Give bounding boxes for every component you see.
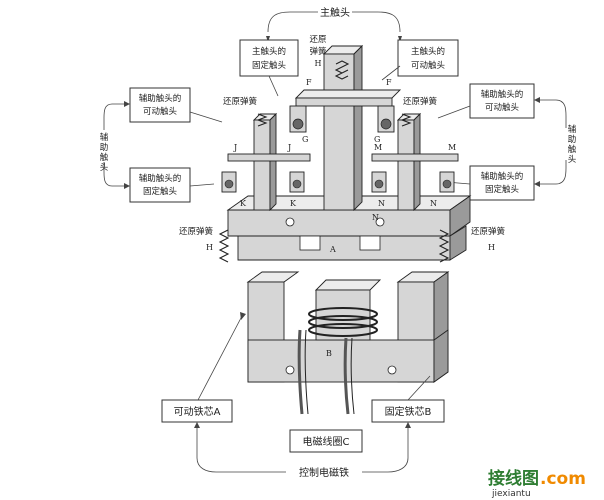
- main-fixed-label-box: 主触头的 固定触头: [239, 39, 299, 97]
- letter-k-left2: K: [290, 199, 297, 208]
- top-reset-spring-line2: 弹簧: [309, 46, 327, 57]
- aux-movable-left-box: 辅助触头的 可动触头: [129, 87, 191, 123]
- aux-fixed-right-line1: 辅助触头的: [481, 171, 524, 182]
- aux-left-brace: 辅 助 触 头: [100, 101, 130, 189]
- letter-b: B: [326, 349, 332, 358]
- aux-right-brace: 辅 助 触 头: [534, 97, 577, 187]
- aux-right-char-4: 头: [568, 154, 577, 165]
- coil-c: [297, 307, 378, 415]
- aux-movable-right-leader: [437, 105, 471, 119]
- reset-spring-bottom-left-label: 还原弹簧: [179, 226, 214, 237]
- aux-movable-left-line2: 可动触头: [143, 106, 178, 117]
- watermark-url: jiexiantu: [491, 489, 531, 499]
- main-movable-label-line1: 主触头的: [411, 46, 445, 57]
- letter-h-top: H: [315, 59, 322, 68]
- upper-assembly: A F F G G J J K: [221, 44, 472, 261]
- aux-left-char-3: 触: [100, 152, 109, 163]
- aux-movable-left-line1: 辅助触头的: [139, 93, 182, 104]
- main-fixed-label-line1: 主触头的: [252, 46, 286, 57]
- watermark-com: .com: [540, 469, 586, 489]
- aux-movable-right-line1: 辅助触头的: [481, 89, 524, 100]
- letter-m-right: M: [448, 143, 456, 152]
- letter-h-bottom-left: H: [206, 243, 213, 252]
- letter-f-right: F: [386, 78, 392, 87]
- aux-fixed-right-line2: 固定触头: [485, 184, 520, 195]
- fixed-core-b: B: [246, 271, 450, 383]
- reset-spring-bottom-right-label: 还原弹簧: [471, 226, 506, 237]
- letter-n-right: N: [430, 199, 437, 208]
- letter-f-left: F: [306, 78, 312, 87]
- movable-core-label: 可动铁芯A: [161, 312, 246, 423]
- fixed-core-text: 固定铁芯B: [385, 405, 432, 418]
- letter-k-left: K: [240, 199, 247, 208]
- aux-left-char-1: 辅: [100, 132, 109, 143]
- movable-core-text: 可动铁芯A: [174, 405, 221, 418]
- main-contact-label: 主触头: [320, 6, 350, 19]
- coil-text: 电磁线圈C: [303, 435, 350, 448]
- letter-j-left2: J: [287, 143, 291, 152]
- letter-h-bottom-right: H: [488, 243, 495, 252]
- control-electromagnet-brace: 控制电磁铁: [194, 422, 411, 479]
- watermark: 接线图 .com jiexiantu: [488, 468, 586, 499]
- aux-movable-right-line2: 可动触头: [485, 102, 520, 113]
- letter-a: A: [329, 245, 336, 254]
- aux-fixed-left-leader: [189, 183, 215, 187]
- aux-right-char-3: 触: [568, 144, 577, 155]
- aux-right-char-1: 辅: [568, 124, 577, 135]
- main-movable-label-box: 主触头的 可动触头: [381, 39, 459, 81]
- aux-fixed-right-box: 辅助触头的 固定触头: [469, 165, 535, 201]
- reset-spring-right-label: 还原弹簧: [403, 96, 438, 107]
- bottom-right-spring: 还原弹簧 H: [438, 226, 506, 263]
- aux-fixed-left-line1: 辅助触头的: [139, 173, 182, 184]
- letter-m-left: M: [374, 143, 382, 152]
- top-reset-spring-label: 还原 弹簧 H: [309, 34, 327, 68]
- aux-movable-left-leader: [189, 111, 223, 123]
- aux-fixed-left-line2: 固定触头: [143, 186, 178, 197]
- main-contact-brace: 主触头: [266, 6, 402, 42]
- letter-g-right: G: [374, 135, 380, 144]
- letter-n-left2: N: [372, 213, 379, 222]
- coil-label: 电磁线圈C: [289, 429, 363, 453]
- reset-spring-left-label: 还原弹簧: [223, 96, 258, 107]
- fixed-core-label: 固定铁芯B: [371, 375, 445, 423]
- aux-left-char-2: 助: [100, 142, 109, 153]
- top-reset-spring-line1: 还原: [309, 34, 326, 45]
- letter-n-left: N: [378, 199, 385, 208]
- watermark-cn: 接线图: [488, 468, 539, 489]
- bottom-left-spring: 还原弹簧 H: [179, 226, 230, 263]
- letter-g-left: G: [302, 135, 308, 144]
- aux-left-char-4: 头: [100, 162, 109, 173]
- letter-j-left: J: [233, 143, 237, 152]
- aux-fixed-left-box: 辅助触头的 固定触头: [129, 167, 191, 203]
- main-movable-label-line2: 可动触头: [411, 60, 446, 71]
- main-fixed-label-line2: 固定触头: [252, 60, 287, 71]
- control-electromagnet-text: 控制电磁铁: [299, 466, 349, 479]
- aux-right-char-2: 助: [568, 134, 577, 145]
- aux-movable-right-box: 辅助触头的 可动触头: [469, 83, 535, 119]
